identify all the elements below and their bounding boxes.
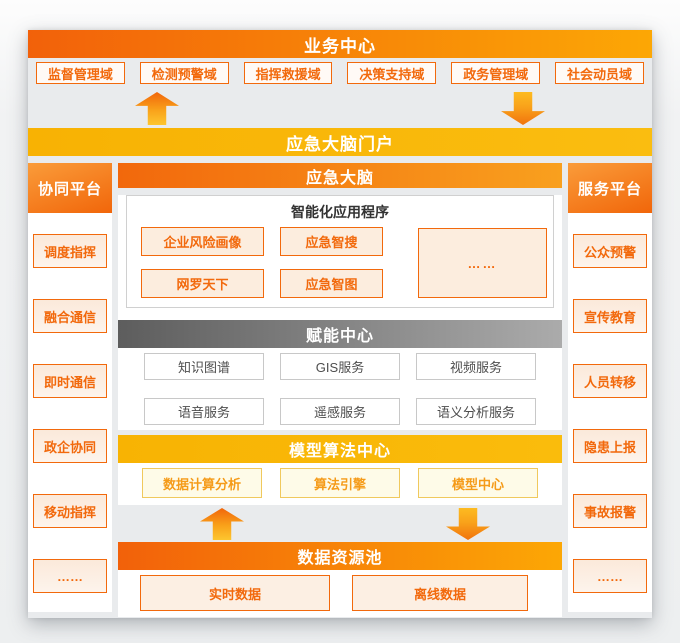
empower-semantic-analysis-service: 语义分析服务 [416, 398, 536, 425]
data-realtime: 实时数据 [140, 575, 330, 611]
collab-item-gov-enterprise: 政企协同 [33, 429, 107, 463]
collab-item-instant-messaging: 即时通信 [33, 364, 107, 398]
collaboration-platform-body: 调度指挥 融合通信 即时通信 政企协同 移动指挥 …… [28, 213, 112, 612]
empower-remote-sensing-service: 遥感服务 [280, 398, 400, 425]
empower-knowledge-graph: 知识图谱 [144, 353, 264, 380]
data-offline: 离线数据 [352, 575, 528, 611]
app-enterprise-risk-portrait: 企业风险画像 [141, 227, 264, 256]
flow-up-arrow-icon [135, 92, 179, 125]
service-item-accident-alarm: 事故报警 [573, 494, 647, 528]
domain-box-decision-support: 决策支持域 [347, 62, 437, 84]
domain-box-gov-affairs: 政务管理域 [451, 62, 541, 84]
collab-item-dispatch-command: 调度指挥 [33, 234, 107, 268]
app-emergency-smart-map: 应急智图 [280, 269, 383, 298]
emergency-brain-body: 智能化应用程序 企业风险画像 应急智搜 网罗天下 应急智图 …… [118, 195, 562, 323]
portal-bar: 应急大脑门户 [28, 128, 652, 156]
domain-box-supervision: 监督管理域 [36, 62, 125, 84]
app-emergency-smart-search: 应急智搜 [280, 227, 383, 256]
collab-item-mobile-command: 移动指挥 [33, 494, 107, 528]
business-domain-row: 监督管理域 检测预警域 指挥救援域 决策支持域 政务管理域 社会动员域 [28, 58, 652, 88]
model-model-center: 模型中心 [418, 468, 538, 498]
collab-item-more: …… [33, 559, 107, 593]
service-item-publicity-education: 宣传教育 [573, 299, 647, 333]
domain-box-command-rescue: 指挥救援域 [243, 62, 333, 84]
empower-center-body: 知识图谱 GIS服务 视频服务 语音服务 遥感服务 语义分析服务 [118, 348, 562, 430]
empower-video-service: 视频服务 [416, 353, 536, 380]
flow-up-arrow-icon [200, 508, 244, 540]
service-item-more: …… [573, 559, 647, 593]
app-more-placeholder: …… [418, 228, 547, 298]
model-center-body: 数据计算分析 算法引擎 模型中心 [118, 463, 562, 505]
data-pool-body: 实时数据 离线数据 [118, 570, 562, 617]
intelligent-apps-title: 智能化应用程序 [291, 204, 389, 220]
flow-down-arrow-icon [501, 92, 545, 125]
service-item-hazard-report: 隐患上报 [573, 429, 647, 463]
domain-box-monitor-warning: 检测预警域 [139, 62, 229, 84]
model-data-compute-analysis: 数据计算分析 [142, 468, 262, 498]
emergency-brain-section: 应急大脑 智能化应用程序 企业风险画像 应急智搜 网罗天下 应急智图 …… [118, 163, 562, 323]
data-pool-header: 数据资源池 [118, 542, 562, 570]
emergency-brain-header: 应急大脑 [118, 163, 562, 188]
intelligent-apps-container: 智能化应用程序 企业风险画像 应急智搜 网罗天下 应急智图 …… [126, 195, 554, 308]
service-platform-body: 公众预警 宣传教育 人员转移 隐患上报 事故报警 …… [568, 213, 652, 612]
model-algorithm-engine: 算法引擎 [280, 468, 400, 498]
model-center-header: 模型算法中心 [118, 435, 562, 463]
service-item-personnel-transfer: 人员转移 [573, 364, 647, 398]
model-center-section: 模型算法中心 数据计算分析 算法引擎 模型中心 [118, 435, 562, 505]
empower-voice-service: 语音服务 [144, 398, 264, 425]
collab-item-converged-comms: 融合通信 [33, 299, 107, 333]
business-center-header: 业务中心 [28, 30, 652, 58]
empower-gis-service: GIS服务 [280, 353, 400, 380]
empower-center-section: 赋能中心 知识图谱 GIS服务 视频服务 语音服务 遥感服务 语义分析服务 [118, 320, 562, 430]
collaboration-platform-panel: 协同平台 调度指挥 融合通信 即时通信 政企协同 移动指挥 …… [28, 163, 112, 612]
service-platform-header: 服务平台 [568, 163, 652, 213]
data-pool-section: 数据资源池 实时数据 离线数据 [118, 542, 562, 617]
service-platform-panel: 服务平台 公众预警 宣传教育 人员转移 隐患上报 事故报警 …… [568, 163, 652, 612]
domain-box-social-mobilization: 社会动员域 [555, 62, 644, 84]
architecture-diagram: 业务中心 监督管理域 检测预警域 指挥救援域 决策支持域 政务管理域 社会动员域… [28, 30, 652, 618]
collaboration-platform-header: 协同平台 [28, 163, 112, 213]
service-item-public-warning: 公众预警 [573, 234, 647, 268]
flow-down-arrow-icon [446, 508, 490, 540]
app-net-the-world: 网罗天下 [141, 269, 264, 298]
empower-center-header: 赋能中心 [118, 320, 562, 348]
